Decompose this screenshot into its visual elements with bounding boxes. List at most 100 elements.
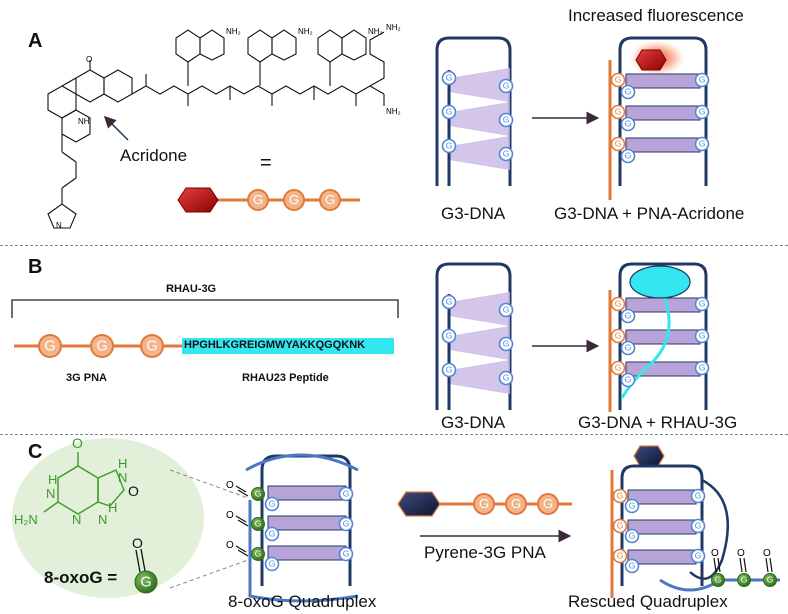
b-pna-g-1: [38, 334, 62, 358]
svg-text:N: N: [72, 512, 81, 527]
oxog-quadruplex-gs: [251, 486, 354, 572]
guanine-letter-34: G: [699, 331, 706, 341]
pna-g-3: [319, 189, 341, 211]
svg-text:O: O: [737, 548, 745, 559]
guanine-letter-1: G: [289, 192, 299, 207]
svg-text:O: O: [226, 510, 234, 521]
chem-nh-label: NH: [78, 117, 90, 126]
oxog-quadruplex: [245, 453, 359, 603]
guanine-letter-53: G: [629, 531, 636, 541]
equals-sign: =: [260, 152, 272, 174]
svg-text:N: N: [98, 512, 107, 527]
pna-acridone-schematic: [177, 187, 360, 213]
increased-fluorescence-label: Increased fluorescence: [568, 6, 744, 25]
b-right-caption: G3-DNA + RHAU-3G: [578, 413, 738, 432]
oxog-h2n: H₂N: [14, 512, 38, 527]
guanine-letter-26: G: [503, 373, 510, 383]
guanine-letter-31: G: [625, 343, 632, 353]
acridone-hexagon: [177, 187, 219, 213]
chem-nh2-label-1: NH₂: [226, 27, 241, 36]
acridone-label: Acridone: [120, 146, 188, 165]
chem-nh2-label-3: NH₂: [368, 27, 383, 36]
b-pna-g-3: [140, 334, 164, 358]
guanine-letter-0: G: [253, 192, 263, 207]
guanine-letter-51: G: [617, 551, 624, 561]
guanine-letter-11: G: [615, 139, 622, 149]
guanine-letter-10: G: [615, 107, 622, 117]
guanine-letter-12: G: [625, 87, 632, 97]
guanine-letter-41: G: [269, 529, 276, 539]
guanine-letter-52: G: [629, 501, 636, 511]
divider-ab: [0, 245, 788, 246]
svg-text:N: N: [118, 470, 127, 485]
guanine-letter-24: G: [503, 305, 510, 315]
guanine-letter-19: G: [96, 339, 107, 355]
a-right-caption: G3-DNA + PNA-Acridone: [554, 204, 745, 223]
guanine-letter-7: G: [503, 115, 510, 125]
guanine-letter-25: G: [503, 339, 510, 349]
oxog-structure: [43, 452, 125, 515]
guanine-letter-38: G: [255, 519, 262, 529]
panel-letter-b: B: [28, 256, 43, 278]
svg-text:O: O: [226, 540, 234, 551]
guanine-letter-57: G: [695, 551, 702, 561]
guanine-letter-47: G: [511, 496, 521, 511]
guanine-letter-28: G: [615, 331, 622, 341]
guanine-letter-58: G: [715, 575, 722, 585]
guanine-letter-49: G: [617, 491, 624, 501]
guanine-letter-36: G: [140, 575, 151, 591]
c-left-caption: 8-oxoG Quadruplex: [228, 592, 377, 611]
guanine-letter-15: G: [699, 75, 706, 85]
guanine-letter-4: G: [446, 107, 453, 117]
guanine-letter-46: G: [479, 496, 489, 511]
chem-nh2-label-5: NH₂: [386, 107, 401, 116]
rhau-bracket: [11, 299, 399, 318]
pna-g-2: [283, 189, 305, 211]
pna-g-1: [247, 189, 269, 211]
chem-nh2-label-4: NH₂: [386, 23, 401, 32]
guanine-letter-44: G: [343, 519, 350, 529]
guanine-letter-6: G: [503, 81, 510, 91]
acridone-bound: [635, 49, 667, 71]
guanine-letter-13: G: [625, 119, 632, 129]
guanine-letter-22: G: [446, 331, 453, 341]
guanine-letter-20: G: [146, 339, 157, 355]
guanine-letter-2: G: [325, 192, 335, 207]
guanine-letter-54: G: [629, 561, 636, 571]
guanine-letter-27: G: [615, 299, 622, 309]
svg-text:O: O: [226, 480, 234, 491]
oxog-g-ball: [134, 570, 158, 594]
pyrene-hexagon: [397, 491, 441, 517]
guanine-letter-17: G: [699, 139, 706, 149]
rhau23-peptide-label: RHAU23 Peptide: [242, 372, 329, 384]
svg-text:O: O: [72, 435, 83, 451]
guanine-letter-39: G: [255, 549, 262, 559]
guanine-letter-3: G: [446, 73, 453, 83]
panel-letter-c: C: [28, 441, 43, 463]
acridone-pointer-arrow: [103, 115, 129, 141]
guanine-letter-56: G: [695, 521, 702, 531]
guanine-letter-21: G: [446, 297, 453, 307]
guanine-letter-32: G: [625, 375, 632, 385]
g3-dna-a-right: [608, 36, 708, 200]
b-pna-g-2: [90, 334, 114, 358]
guanine-letter-43: G: [343, 489, 350, 499]
rhau-peptide-ellipse: [629, 265, 691, 299]
svg-text:N: N: [46, 486, 55, 501]
chem-nh2-label-2: NH₂: [298, 27, 313, 36]
rescued-quadruplex: [610, 464, 780, 598]
peptide-highlight: [182, 338, 394, 354]
guanine-letter-18: G: [44, 339, 55, 355]
guanine-letter-8: G: [503, 149, 510, 159]
a-left-caption: G3-DNA: [441, 204, 506, 223]
guanine-letter-16: G: [699, 107, 706, 117]
g3-dna-a-left-gs: [441, 70, 514, 162]
rhau-3g-label: RHAU-3G: [166, 283, 217, 295]
guanine-letter-50: G: [617, 521, 624, 531]
guanine-letter-59: G: [741, 575, 748, 585]
g3-dna-a-right-gs: [610, 72, 710, 164]
g3-dna-a-left: [435, 36, 512, 186]
chem-n-label: N: [56, 221, 62, 230]
chem-o-label: O: [86, 55, 92, 64]
